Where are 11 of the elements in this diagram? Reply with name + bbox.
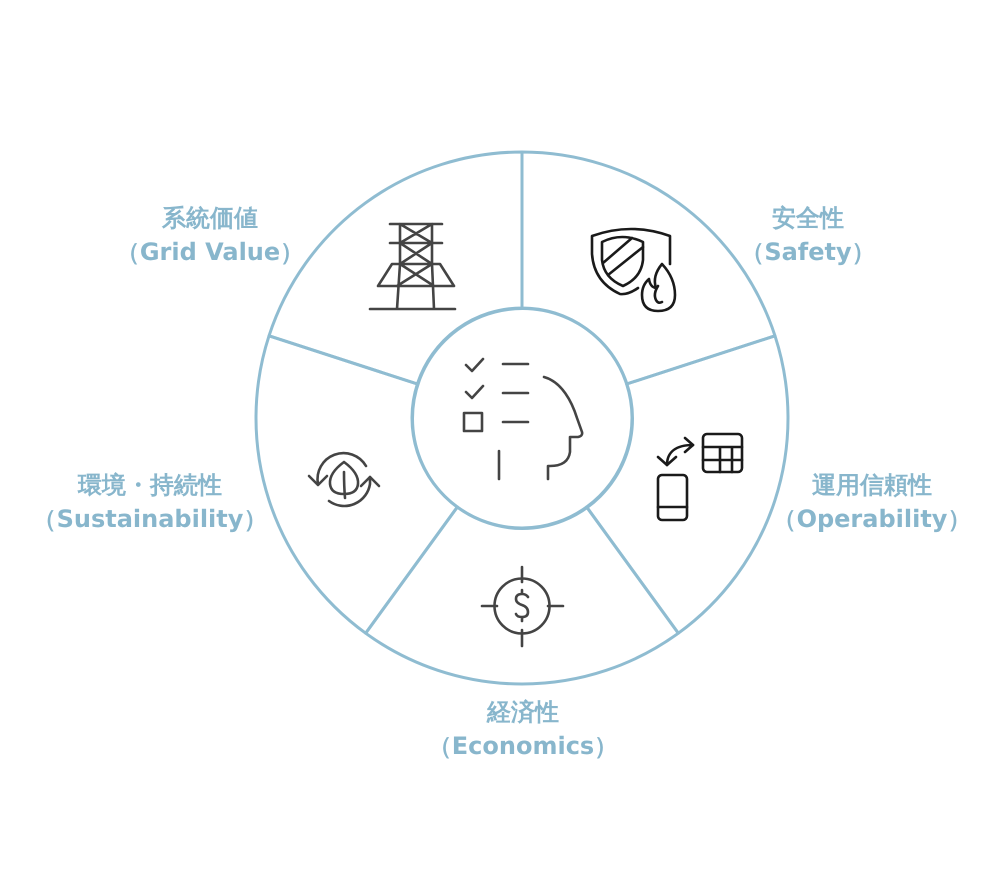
segment-title: 経済性 bbox=[487, 697, 559, 728]
segment-subtitle: （Operability） bbox=[772, 504, 972, 535]
segment-title: 運用信頼性 bbox=[812, 470, 932, 501]
segment-title: 系統価値 bbox=[162, 203, 258, 234]
segment-subtitle: （Safety） bbox=[740, 237, 876, 268]
segment-subtitle: （Sustainability） bbox=[32, 504, 268, 535]
segment-title: 安全性 bbox=[772, 203, 844, 234]
segment-subtitle: （Economics） bbox=[428, 731, 618, 762]
hub-circle bbox=[410, 306, 634, 530]
segment-title: 環境・持続性 bbox=[78, 470, 222, 501]
segment-subtitle: （Grid Value） bbox=[116, 237, 304, 268]
